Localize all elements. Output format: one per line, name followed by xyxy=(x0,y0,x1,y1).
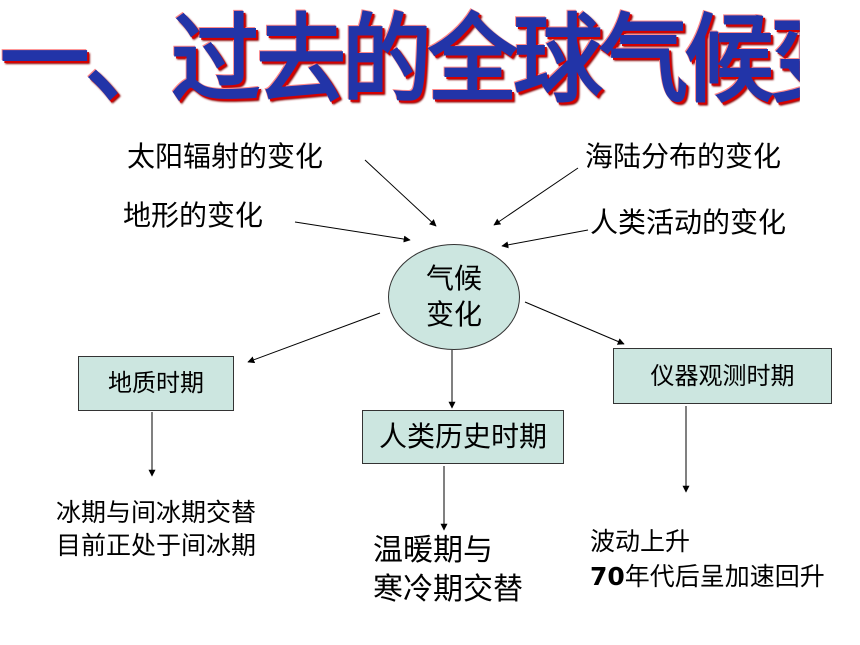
arrow-terrain xyxy=(294,221,411,243)
factor-solar: 太阳辐射的变化 xyxy=(127,140,324,173)
period-geologic: 地质时期 xyxy=(78,356,234,411)
period-historic: 人类历史时期 xyxy=(362,410,564,464)
factor-human: 人类活动的变化 xyxy=(590,206,787,239)
result-instrument-decade: 70 xyxy=(590,562,625,591)
arrow-solar xyxy=(364,159,437,227)
result-geologic-line-2: 目前正处于间冰期 xyxy=(56,531,257,560)
period-instrument: 仪器观测时期 xyxy=(613,348,832,404)
arrow-human xyxy=(501,229,589,249)
factor-land-sea: 海陆分布的变化 xyxy=(585,140,782,173)
slide-title: 一、过去的全球气候变化 xyxy=(0,4,800,116)
result-historic-line-2: 寒冷期交替 xyxy=(373,572,523,607)
result-geologic-line-1: 冰期与间冰期交替 xyxy=(56,498,257,527)
result-instrument-line-1: 波动上升 xyxy=(590,527,691,556)
factor-terrain: 地形的变化 xyxy=(123,199,264,232)
result-historic-line-1: 温暖期与 xyxy=(373,533,493,568)
result-instrument-line-2: 70年代后呈加速回升 xyxy=(590,561,825,593)
result-instrument-text: 年代后呈加速回升 xyxy=(624,562,825,591)
arrow-to-instrument xyxy=(524,301,625,345)
center-node-climate-change: 气候 变化 xyxy=(388,244,520,350)
center-line-2: 变化 xyxy=(425,298,482,331)
arrow-land-sea xyxy=(493,167,579,226)
arrow-to-geologic xyxy=(247,312,381,364)
center-line-1: 气候 xyxy=(425,262,482,295)
